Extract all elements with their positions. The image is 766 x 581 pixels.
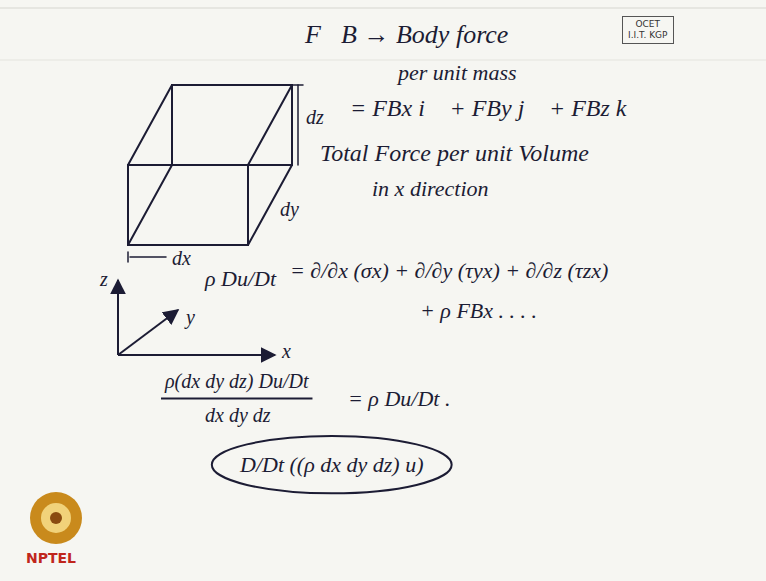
axis-label: x <box>282 340 291 363</box>
equation: ρ Du/Dt <box>205 266 276 291</box>
axes <box>118 280 275 355</box>
nptel-logo <box>30 492 82 544</box>
equation: = FBx i⃗ + FBy j⃗ + FBz k⃗ <box>350 95 645 123</box>
equation: ρ(dx dy dz) Du/Dt <box>165 370 308 393</box>
stamp-text: OCET <box>628 19 668 30</box>
axis-label: z <box>100 268 108 291</box>
note-text: per unit mass <box>398 60 517 85</box>
equation: = ρ Du/Dt . <box>348 386 450 411</box>
equation: + ρ FBx . . . . <box>420 298 537 323</box>
ruled-lines <box>0 8 766 60</box>
fraction-bar <box>161 398 312 400</box>
dimension-label: dy <box>280 198 299 221</box>
equation: dx dy dz <box>205 404 271 427</box>
note-text: F⃗B → Body force <box>305 20 508 50</box>
dimension-label: dx <box>172 247 191 270</box>
circled-mark <box>212 436 452 493</box>
stamp-box: OCETI.I.T. KGP <box>622 16 674 44</box>
equation: D/Dt ((ρ dx dy dz) u) <box>240 452 423 477</box>
cube-drawing <box>128 85 303 262</box>
stamp-text: I.I.T. KGP <box>628 30 668 41</box>
watermark: NPTEL <box>26 550 76 566</box>
dimension-label: dz <box>306 106 324 129</box>
axis-label: y <box>186 306 195 329</box>
equation: = ∂/∂x (σx) + ∂/∂y (τyx) + ∂/∂z (τzx) <box>290 258 608 283</box>
note-text: in x direction <box>372 176 489 201</box>
note-text: Total Force per unit Volume <box>320 140 589 168</box>
